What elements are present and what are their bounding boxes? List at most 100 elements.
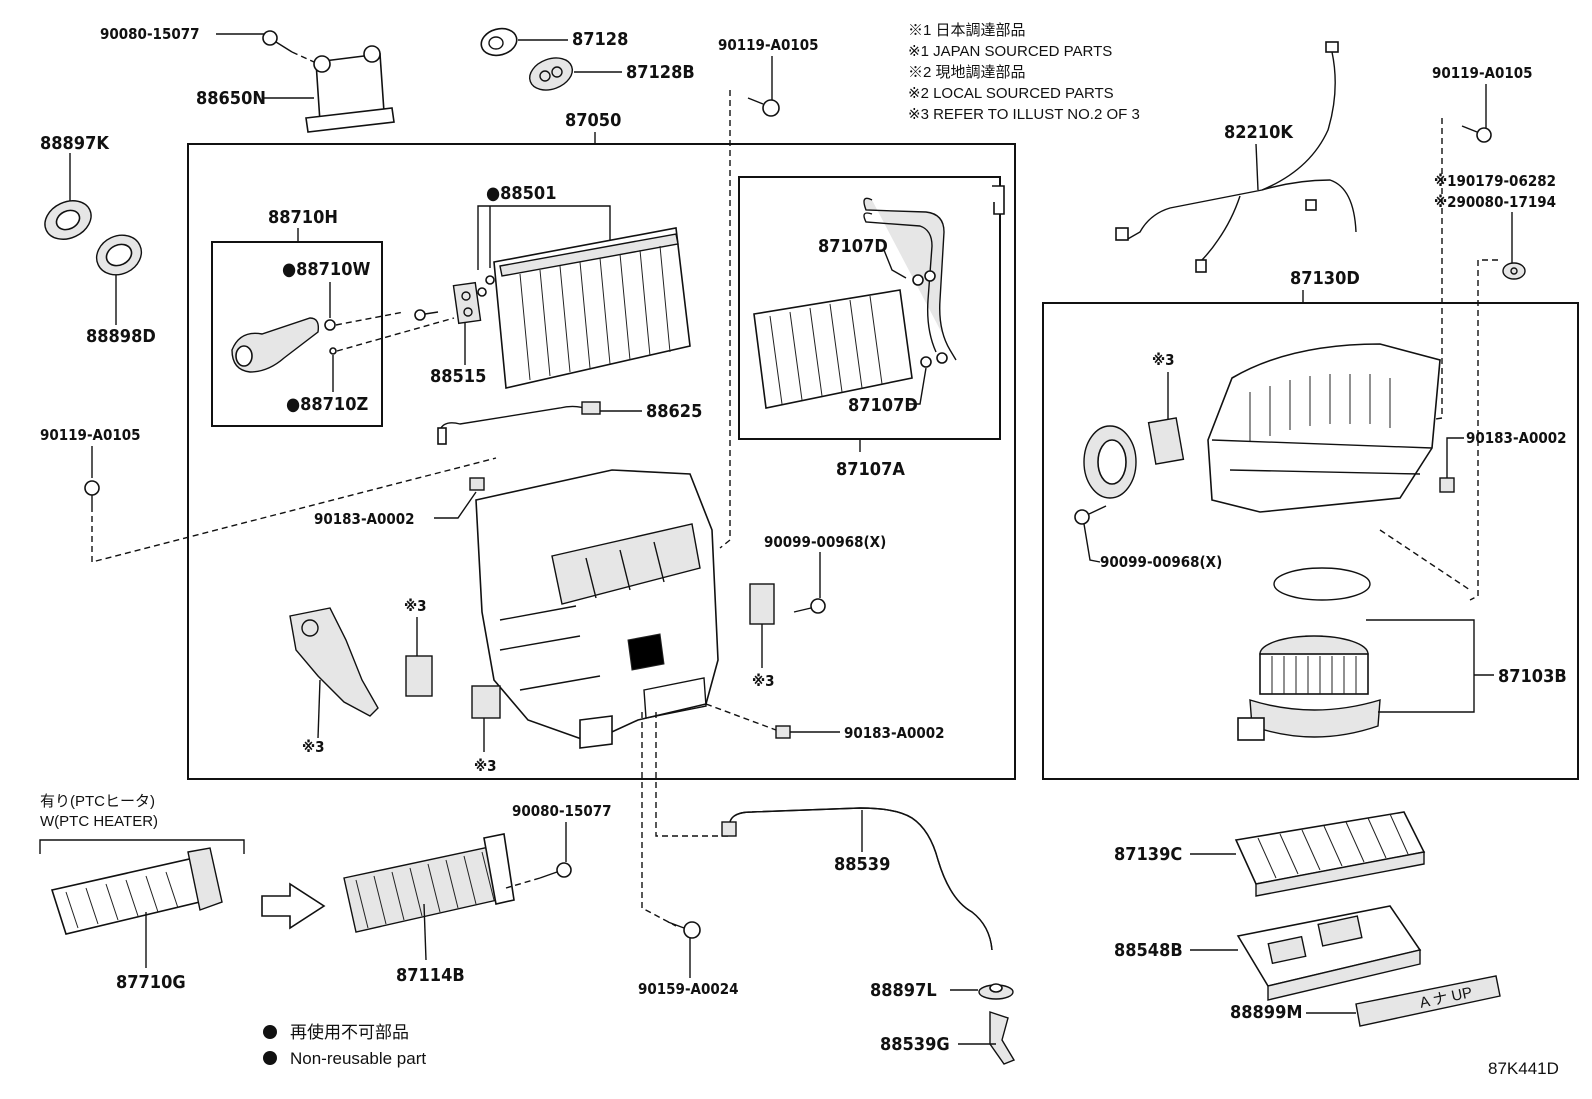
box-87130D	[1042, 302, 1579, 780]
filter-tag-88899M-icon: A ナ UP	[1355, 975, 1501, 1027]
label-90183-A0002-right: 90183-A0002	[1466, 429, 1567, 447]
label-90080-15077-top: 90080-15077	[100, 25, 200, 43]
actuator-icon	[471, 685, 501, 719]
label-88548B: 88548B	[1114, 940, 1183, 961]
box-87107A	[738, 176, 1001, 440]
pipe-88710-icon	[231, 317, 320, 373]
note-3: ※3 REFER TO ILLUST NO.2 OF 3	[908, 106, 1140, 123]
legend-dot-icon	[263, 1025, 277, 1039]
label-88539: 88539	[834, 854, 890, 875]
nut-icon	[469, 477, 485, 491]
screw-icon	[84, 480, 100, 512]
label-87107A: 87107A	[836, 459, 905, 480]
actuator-icon	[749, 583, 775, 625]
seal-87128-icon	[480, 27, 518, 57]
label-82210K: 82210K	[1224, 122, 1294, 143]
switch-module-icon	[1147, 417, 1185, 465]
screw-icon	[793, 598, 826, 614]
label-87050: 87050	[565, 110, 621, 131]
bracket-88650N-icon	[305, 45, 395, 133]
label-90119-A0105-left: 90119-A0105	[40, 426, 141, 444]
nut-icon	[775, 725, 791, 739]
label-87130D: 87130D	[1290, 268, 1360, 289]
note-1-en: ※1 JAPAN SOURCED PARTS	[908, 43, 1112, 60]
ref3-actuator-d: ※3	[752, 672, 775, 690]
filter-cover-88548B-icon	[1236, 905, 1422, 1001]
diagram-code: 87K441D	[1488, 1059, 1559, 1078]
expansion-valve-88515-icon	[452, 281, 482, 325]
wire-harness-82210K-icon	[1115, 41, 1357, 273]
arrow-right-icon	[261, 882, 326, 930]
label-87107D-bot: 87107D	[848, 395, 918, 416]
heater-pipe-icon	[863, 197, 957, 361]
label-90119-A0105-mid: 90119-A0105	[718, 36, 819, 54]
ptc-label-en: W(PTC HEATER)	[40, 813, 158, 830]
bracket-clip-icon	[992, 185, 1005, 215]
grommet-88897K-icon	[44, 200, 92, 240]
nut-icon	[1502, 262, 1526, 280]
label-87139C: 87139C	[1114, 844, 1182, 865]
ptc-heater-87710G-icon	[50, 847, 223, 935]
note-1-jp: ※1 日本調達部品	[908, 22, 1026, 39]
label-87103B: 87103B	[1498, 666, 1567, 687]
nut-icon	[1439, 477, 1455, 493]
bolt-icon	[539, 862, 572, 879]
label-87710G: 87710G	[116, 972, 186, 993]
label-90099-00968-right: 90099-00968(X)	[1100, 553, 1222, 571]
label-90183-A0002-bottom: 90183-A0002	[844, 724, 945, 742]
screw-icon	[1461, 125, 1492, 143]
screw-icon	[667, 921, 701, 939]
seal-87128B-icon	[528, 57, 574, 91]
blower-case-87130D-icon	[1207, 343, 1441, 513]
box-87050	[187, 143, 1016, 780]
note-2-en: ※2 LOCAL SOURCED PARTS	[908, 85, 1114, 102]
legend-dot-icon	[263, 1051, 277, 1065]
blower-motor-mount-icon	[1083, 425, 1137, 499]
ptc-heater-87114B-icon	[343, 833, 515, 933]
ptc-label-jp: 有り(PTCヒータ)	[40, 793, 155, 810]
label-88501: ●88501	[486, 183, 556, 204]
label-90119-A0105-right: 90119-A0105	[1432, 64, 1533, 82]
label-90080-15077-bottom: 90080-15077	[512, 802, 612, 820]
drain-valve-88539G-icon	[989, 1011, 1016, 1065]
blower-motor-87103B-icon	[1237, 635, 1381, 741]
legend-en: Non-reusable part	[290, 1049, 426, 1068]
screw-icon	[1074, 505, 1107, 525]
label-88625: 88625	[646, 401, 702, 422]
hvac-unit-housing-icon	[475, 469, 719, 749]
ref3-actuator-a: ※3	[302, 738, 325, 756]
label-87114B: 87114B	[396, 965, 465, 986]
label-88650N: 88650N	[196, 88, 266, 109]
bolt-icon	[414, 309, 439, 321]
ref3-actuator-c: ※3	[474, 757, 497, 775]
screw-icon	[747, 97, 780, 117]
label-88710W: ●88710W	[282, 259, 370, 280]
actuator-icon	[289, 607, 379, 717]
label-90183-A0002-left: 90183-A0002	[314, 510, 415, 528]
legend-jp: 再使用不可部品	[290, 1022, 409, 1042]
heater-core-87107-icon	[753, 289, 913, 409]
box-88710H	[211, 241, 383, 427]
label-88515: 88515	[430, 366, 486, 387]
label-87128B: 87128B	[626, 62, 695, 83]
label-88710Z: ●88710Z	[286, 394, 368, 415]
label-87128: 87128	[572, 29, 628, 50]
seal-88898D-icon	[95, 234, 143, 276]
drain-hose-88539-icon	[721, 807, 993, 951]
label-88898D: 88898D	[86, 326, 156, 347]
label-90159-A0024: 90159-A0024	[638, 980, 739, 998]
actuator-icon	[405, 655, 433, 697]
bolt-icon	[262, 30, 293, 53]
label-87107D-top: 87107D	[818, 236, 888, 257]
label-88899M: 88899M	[1230, 1002, 1302, 1023]
evaporator-88501-icon	[493, 227, 691, 389]
o-ring-icon	[329, 347, 337, 355]
label-90080-17194: ※290080-17194	[1434, 193, 1556, 211]
gasket-ring-icon	[1273, 567, 1371, 601]
label-90179-06282: ※190179-06282	[1434, 172, 1556, 190]
label-90099-00968-mid: 90099-00968(X)	[764, 533, 886, 551]
note-2-jp: ※2 現地調達部品	[908, 64, 1026, 81]
label-88539G: 88539G	[880, 1034, 950, 1055]
grommet-88897L-icon	[978, 983, 1014, 1000]
